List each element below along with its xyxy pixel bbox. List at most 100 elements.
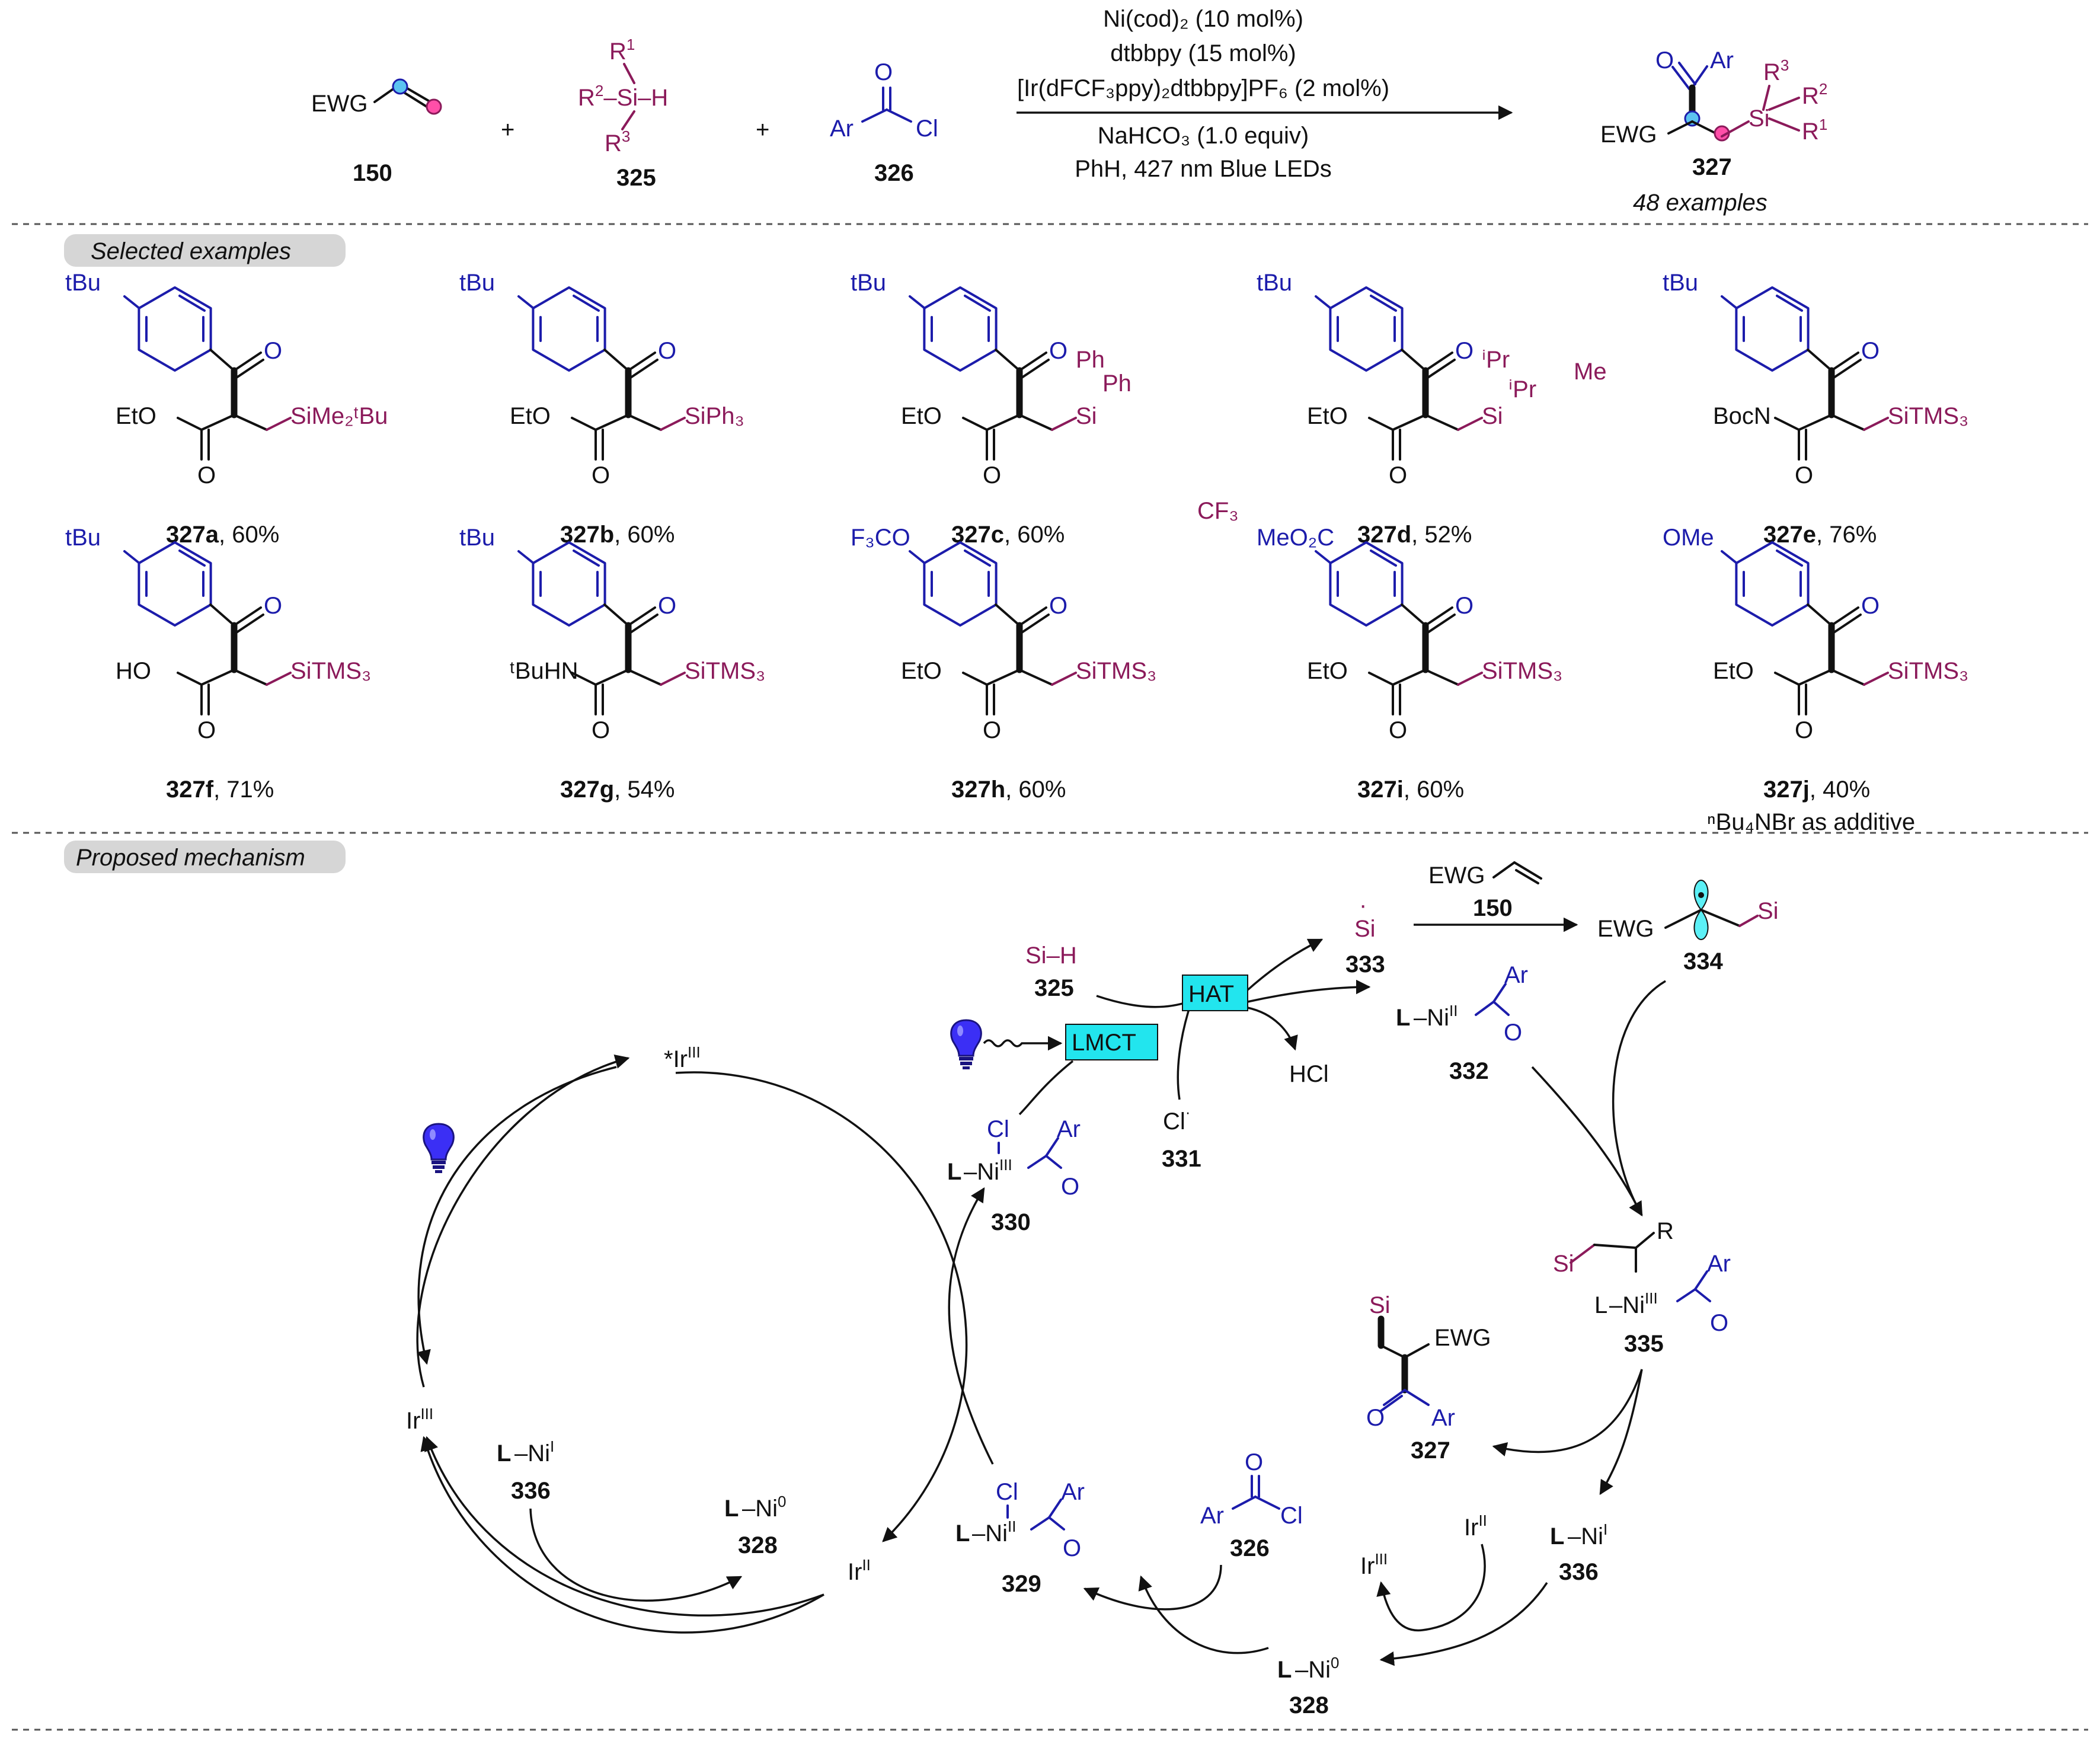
svg-text:–NiIII: –NiIII: [964, 1156, 1012, 1185]
aryl-substituent: OMe: [1663, 525, 1714, 551]
svg-text:Ar: Ar: [1707, 1251, 1731, 1277]
svg-text:R: R: [1657, 1218, 1674, 1244]
light-bulb-icon: [423, 1123, 455, 1174]
svg-text:327: 327: [1411, 1437, 1450, 1464]
svg-text:L: L: [1396, 1005, 1410, 1031]
chlorine-radical-331: Cl·: [1163, 1103, 1190, 1135]
iridium-III-b: IrIII: [1360, 1550, 1388, 1579]
svg-text:–NiII: –NiII: [972, 1517, 1016, 1547]
section-title-examples: Selected examples: [91, 238, 291, 264]
svg-text:O: O: [1795, 462, 1813, 488]
svg-text:335: 335: [1624, 1331, 1664, 1357]
ketone-oxygen: O: [1049, 338, 1067, 364]
svg-text:Ph: Ph: [1076, 347, 1105, 373]
svg-text:R1: R1: [609, 36, 635, 65]
ester-group: EtO: [1307, 403, 1348, 429]
svg-text:CF₃: CF₃: [1197, 498, 1239, 524]
svg-text:ⁱPr: ⁱPr: [1482, 347, 1510, 373]
aryl-substituent: tBu: [65, 525, 101, 551]
ester-group: EtO: [116, 403, 156, 429]
ketone-oxygen: O: [658, 593, 676, 619]
benzene-ring: [1329, 541, 1404, 627]
ester-group: EtO: [901, 658, 942, 684]
svg-text:O: O: [197, 462, 216, 488]
svg-text:L: L: [1277, 1657, 1292, 1683]
svg-text:–NiI: –NiI: [1568, 1520, 1607, 1549]
svg-text:R3: R3: [605, 127, 630, 156]
plus-sign: +: [756, 117, 769, 143]
svg-text:O: O: [197, 717, 216, 743]
svg-text:Si: Si: [1369, 1292, 1391, 1318]
svg-text:PhH, 427 nm Blue LEDs: PhH, 427 nm Blue LEDs: [1075, 156, 1332, 182]
svg-text:O: O: [1504, 1020, 1522, 1046]
svg-text:O: O: [983, 717, 1001, 743]
svg-text:150: 150: [1473, 895, 1513, 921]
svg-text:Ar: Ar: [1057, 1116, 1081, 1142]
svg-text:Ar: Ar: [1431, 1405, 1455, 1431]
example-label: 327g, 54%: [560, 777, 675, 803]
svg-text:336: 336: [511, 1478, 551, 1504]
section-title-mechanism: Proposed mechanism: [76, 845, 305, 871]
ketone-oxygen: O: [264, 593, 282, 619]
svg-text:O: O: [983, 462, 1001, 488]
example-label: 327b, 60%: [560, 522, 675, 548]
ester-group: EtO: [510, 403, 551, 429]
svg-text:325: 325: [1034, 975, 1074, 1001]
svg-text:Cl: Cl: [1280, 1503, 1303, 1529]
svg-text:L: L: [947, 1159, 961, 1185]
svg-text:dtbbpy (15 mol%): dtbbpy (15 mol%): [1110, 40, 1296, 66]
benzene-ring: [1735, 541, 1810, 627]
benzene-ring: [1329, 286, 1404, 372]
iridium-III: IrIII: [406, 1405, 433, 1434]
ketone-oxygen: O: [658, 338, 676, 364]
svg-text:332: 332: [1449, 1058, 1489, 1084]
light-bulb-icon: [950, 1019, 982, 1071]
nickel-0-328: L –Ni0 328: [724, 1493, 787, 1558]
svg-text:L: L: [497, 1440, 511, 1467]
ester-group: EtO: [1713, 658, 1754, 684]
silyl-group: SiTMS₃: [1888, 658, 1968, 684]
svg-text:Ni(cod)₂ (10 mol%): Ni(cod)₂ (10 mol%): [1103, 6, 1303, 32]
hcl: HCl: [1289, 1061, 1329, 1087]
svg-text:Si: Si: [1749, 106, 1770, 132]
examples-count: 48 examples: [1633, 190, 1767, 216]
svg-text:–Ni0: –Ni0: [742, 1493, 787, 1522]
svg-text:Cl: Cl: [996, 1479, 1018, 1505]
ketone-oxygen: O: [1455, 338, 1473, 364]
svg-text:R1: R1: [1802, 116, 1827, 145]
svg-text:Ph: Ph: [1102, 370, 1131, 397]
svg-text:–NiI: –NiI: [514, 1437, 554, 1467]
example-label: 327e, 76%: [1763, 522, 1877, 548]
ester-group: HO: [116, 658, 151, 684]
benzene-ring: [923, 541, 998, 627]
svg-text:333: 333: [1345, 951, 1385, 977]
ketone-oxygen: O: [1049, 593, 1067, 619]
nickel-II-332: L –NiII Ar O 332: [1396, 962, 1528, 1084]
example-label: 327j, 40%: [1763, 777, 1870, 803]
aryl-substituent: tBu: [1257, 270, 1292, 296]
svg-text:L: L: [1550, 1523, 1564, 1549]
compound-label: 326: [874, 160, 914, 186]
silyl-group: SiTMS₃: [290, 658, 371, 684]
nickel-III-330: Cl L –NiIII Ar O 330: [947, 1116, 1081, 1235]
svg-text:330: 330: [991, 1209, 1031, 1235]
svg-text:–NiII: –NiII: [1414, 1002, 1457, 1031]
svg-text:Ar: Ar: [1061, 1479, 1085, 1505]
svg-text:O: O: [1389, 717, 1407, 743]
compound-label: 325: [616, 165, 656, 191]
svg-text:L: L: [724, 1496, 739, 1522]
svg-text:Ar: Ar: [1710, 47, 1734, 74]
svg-text:Si: Si: [1553, 1251, 1574, 1277]
svg-text:[Ir(dFCF₃ppy)₂dtbbpy]PF₆ (2 mo: [Ir(dFCF₃ppy)₂dtbbpy]PF₆ (2 mol%): [1017, 75, 1389, 101]
silyl-group: SiMe₂ᵗBu: [290, 403, 388, 429]
silyl-group: SiTMS₃: [685, 658, 765, 684]
acyl-chloride-326: O Ar Cl 326: [1200, 1449, 1303, 1561]
section-pill: [64, 841, 346, 873]
svg-text:HAT: HAT: [1188, 981, 1234, 1007]
example-label: 327i, 60%: [1357, 777, 1464, 803]
aryl-substituent: F₃CO: [851, 525, 910, 551]
svg-text:331: 331: [1162, 1146, 1201, 1172]
